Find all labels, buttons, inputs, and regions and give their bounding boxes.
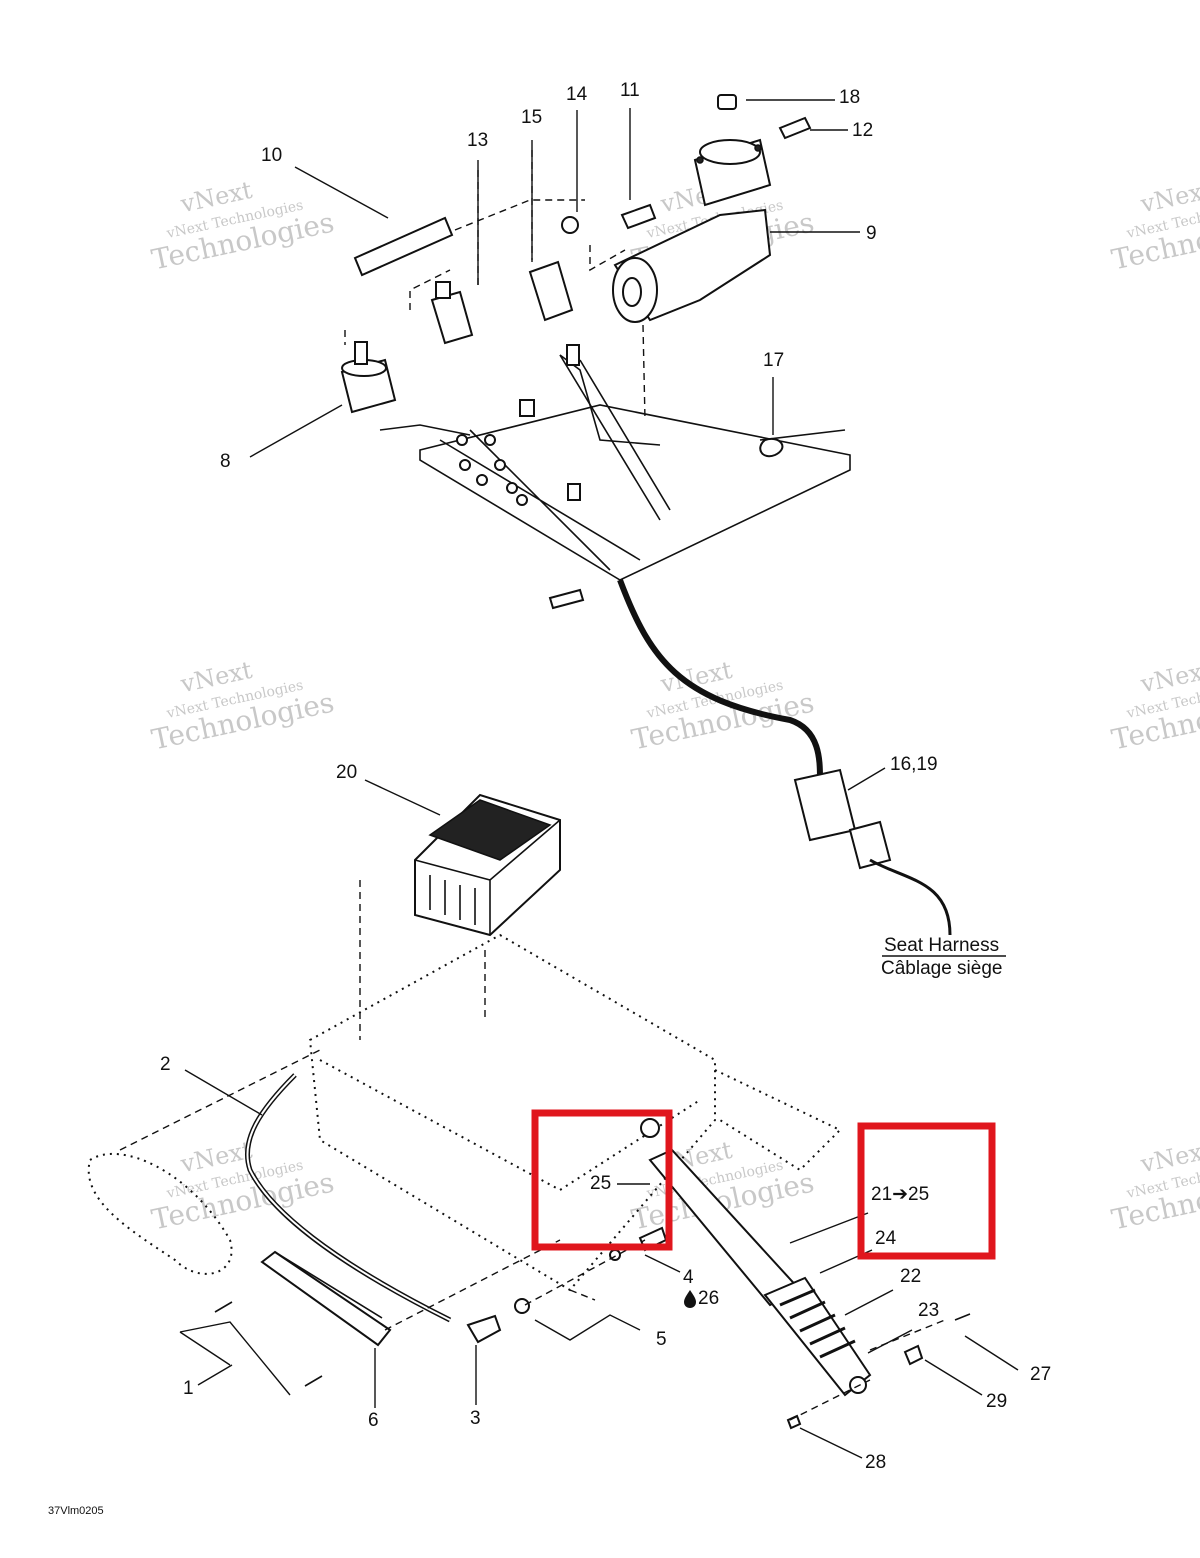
harness-label-fr: Câblage siège [881,958,1002,979]
bracket-10 [353,216,454,277]
callout-11: 11 [620,80,640,101]
callout-labels: 10 13 15 14 11 18 12 9 8 17 16,19 20 2 2… [160,80,1051,1473]
callout-5: 5 [656,1329,667,1350]
callout-22: 22 [900,1266,921,1287]
highlight-box-25 [531,1109,673,1251]
figure-code: 37Vlm0205 [48,1505,104,1517]
watermark-bottom-left: vNext vNext Technologies Technologies [149,1136,337,1237]
bracket-1 [179,1321,291,1396]
callout-12: 12 [852,120,873,141]
bracket-5 [534,1314,641,1341]
callout-23: 23 [918,1300,939,1321]
elbow-3 [466,1314,502,1344]
solenoid-13 [430,281,474,345]
switch-15 [528,216,579,322]
harness-label-en: Seat Harness [884,935,999,956]
callout-1: 1 [183,1378,194,1399]
callout-25: 25 [590,1173,611,1194]
watermark-bottom-right: vNext vNext Technologies Technologies [1109,1136,1200,1237]
callout-28: 28 [865,1452,886,1473]
wire-harness [379,344,851,781]
callout-8: 8 [220,451,231,472]
watermark-mid-right: vNext vNext Technologies Technologies [1109,656,1200,757]
callout-27: 27 [1030,1364,1051,1385]
connector-16-19 [793,768,952,936]
harness-label: Seat Harness Câblage siège [881,935,1006,979]
callout-21-25: 21➔25 [871,1184,929,1205]
callout-16-19: 16,19 [890,754,938,775]
watermark-top-right: vNext vNext Technologies Technologies [1109,176,1200,277]
callout-4: 4 [683,1267,694,1288]
guide-lines-lower [384,1239,946,1421]
callout-2: 2 [160,1054,171,1075]
seat-base [87,880,842,1301]
highlight-box-21-25 [857,1122,996,1260]
callout-14: 14 [566,84,588,105]
callout-29: 29 [986,1391,1007,1412]
callout-18: 18 [839,87,860,108]
callout-17: 17 [763,350,784,371]
watermark-top-left: vNext vNext Technologies Technologies [149,176,337,277]
callout-9: 9 [866,223,877,244]
watermark-mid-left: vNext vNext Technologies Technologies [149,656,337,757]
compressor-assembly [612,94,812,323]
callout-13: 13 [467,130,488,151]
callout-26: 26 [698,1288,719,1309]
oil-drop-icon [684,1290,696,1308]
callout-24: 24 [875,1228,897,1249]
valve-8 [340,341,397,414]
callout-20: 20 [336,762,357,783]
callout-6: 6 [368,1410,379,1431]
shock-absorber-22 [640,1118,872,1397]
module-20 [414,793,561,937]
rail-6 [260,1250,392,1347]
callout-10: 10 [261,145,282,166]
callout-3: 3 [470,1408,481,1429]
hardware [214,1226,971,1430]
callout-15: 15 [521,107,542,128]
